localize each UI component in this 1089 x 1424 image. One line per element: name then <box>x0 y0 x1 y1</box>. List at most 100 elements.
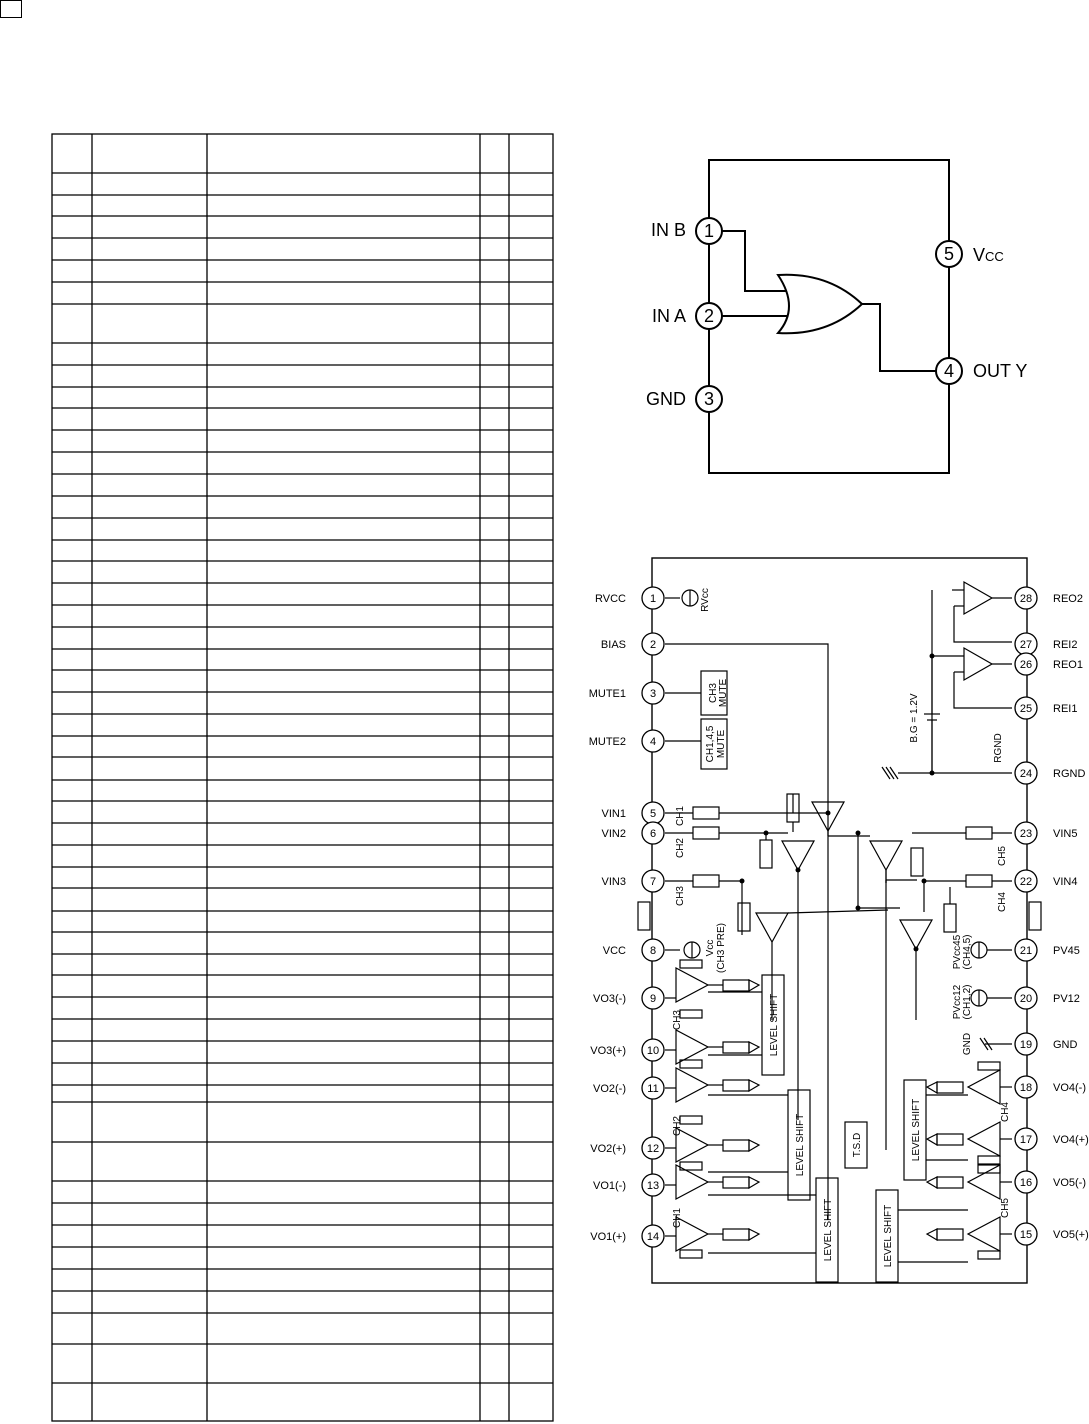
amp-left-label-1: RVCC <box>595 593 626 605</box>
amp-pin-right-number: 18 <box>1020 1082 1032 1094</box>
amp-pin-right-number: 17 <box>1020 1134 1032 1146</box>
amp-pin-left-circle <box>641 681 665 705</box>
amp-pin-right-number: 28 <box>1020 593 1032 605</box>
ch145-mute-label-b: MUTE <box>716 730 727 759</box>
amp-pin-right-circle <box>1014 586 1038 610</box>
amp-right-label-21: PV45 <box>1053 945 1080 957</box>
tsd-label: T.S.D <box>852 1133 863 1157</box>
amp-pin-left-number: 12 <box>647 1143 659 1155</box>
amp-pin-right-circle <box>1014 1032 1038 1056</box>
amp-pin-right-circle <box>1014 696 1038 720</box>
amp-pin-right-number: 16 <box>1020 1177 1032 1189</box>
amp-right-label-15: VO5(+) <box>1053 1229 1089 1241</box>
amp-right-label-26: REO1 <box>1053 659 1083 671</box>
or-pin-4-label: OUT Y <box>973 361 1027 381</box>
amp-left-label-4: MUTE2 <box>589 736 626 748</box>
amp-left-label-10: VO3(+) <box>590 1045 626 1057</box>
ch5-output-label: CH5 <box>1000 1198 1011 1218</box>
amp-left-label-14: VO1(+) <box>590 1231 626 1243</box>
amp-right-label-23: VIN5 <box>1053 828 1077 840</box>
pvcc12-label-b: (CH1,2) <box>962 984 973 1019</box>
amp-pin-left-number: 10 <box>647 1045 659 1057</box>
amp-pin-left-number: 3 <box>650 688 656 700</box>
or-pin-1-num: 1 <box>704 221 714 241</box>
ch3-output-label: CH3 <box>672 1010 683 1030</box>
amp-pin-left-circle <box>641 632 665 656</box>
amp-pin-left-number: 9 <box>650 993 656 1005</box>
amp-pin-left-circle <box>641 1076 665 1100</box>
amp-left-label-13: VO1(-) <box>593 1180 626 1192</box>
ch4-input-label: CH4 <box>997 892 1008 912</box>
amp-pin-right-number: 21 <box>1020 945 1032 957</box>
ch1-output-label: CH1 <box>672 1208 683 1228</box>
amp-right-label-24: RGND <box>1053 768 1085 780</box>
amp-left-label-7: VIN3 <box>602 876 626 888</box>
amp-pin-left-number: 8 <box>650 945 656 957</box>
amp-pin-left-circle <box>641 938 665 962</box>
level-shift-ch2-label: LEVEL SHIFT <box>795 1114 806 1176</box>
amp-pin-right-number: 24 <box>1020 768 1032 780</box>
bg-voltage-label: B.G = 1.2V <box>909 693 920 743</box>
rgnd-internal-label: RGND <box>993 733 1004 762</box>
amp-pin-left-circle <box>641 869 665 893</box>
amp-pin-right-circle <box>1014 1075 1038 1099</box>
amp-left-label-12: VO2(+) <box>590 1143 626 1155</box>
amp-right-label-18: VO4(-) <box>1053 1082 1086 1094</box>
amp-pin-left-number: 7 <box>650 876 656 888</box>
amp-pin-right-circle <box>1014 1127 1038 1151</box>
amp-right-label-20: PV12 <box>1053 993 1080 1005</box>
amp-pin-left-circle <box>641 986 665 1010</box>
ch3-mute-label-a: CH3 <box>708 683 719 703</box>
amp-pin-right-number: 19 <box>1020 1039 1032 1051</box>
amp-pin-right-circle <box>1014 652 1038 676</box>
amp-right-label-22: VIN4 <box>1053 876 1077 888</box>
amp-pin-right-number: 26 <box>1020 659 1032 671</box>
ch2-input-label: CH2 <box>675 838 686 858</box>
gnd-internal-label: GND <box>962 1033 973 1055</box>
or-pin-4-num: 4 <box>944 361 954 381</box>
amp-pin-left-circle <box>641 1038 665 1062</box>
amp-pin-left-circle <box>641 729 665 753</box>
amp-pin-left-number: 14 <box>647 1231 659 1243</box>
level-shift-ch3-label: LEVEL SHIFT <box>769 994 780 1056</box>
or-pin-5-v: V <box>973 245 985 265</box>
amp-pin-right-circle <box>1014 986 1038 1010</box>
pvcc12-label-a: PVcc12 <box>952 984 963 1019</box>
corner-box <box>0 0 22 18</box>
amp-pin-left-circle <box>641 1224 665 1248</box>
amp-right-label-28: REO2 <box>1053 593 1083 605</box>
amp-pin-right-number: 25 <box>1020 703 1032 715</box>
amp-pin-left-number: 1 <box>650 593 656 605</box>
or-pin-3-num: 3 <box>704 389 714 409</box>
amp-right-label-25: REI1 <box>1053 703 1077 715</box>
ch1-input-label: CH1 <box>675 806 686 826</box>
amp-pin-left-circle <box>641 586 665 610</box>
or-pin-5-label: VCC <box>973 245 1004 265</box>
amp-left-label-2: BIAS <box>601 639 626 651</box>
amp-right-label-27: REI2 <box>1053 639 1077 651</box>
amp-left-label-5: VIN1 <box>602 808 626 820</box>
or-pin-5-sub: CC <box>985 249 1004 264</box>
amp-pin-right-circle <box>1014 869 1038 893</box>
pvcc45-label-a: PVcc45 <box>952 934 963 969</box>
vcc-pre-label-b: (CH3 PRE) <box>716 923 727 973</box>
amp-pin-left-number: 4 <box>650 736 656 748</box>
amp-pin-left-circle <box>641 1136 665 1160</box>
amp-pin-right-number: 23 <box>1020 828 1032 840</box>
ch3-input-label: CH3 <box>675 886 686 906</box>
amp-pin-right-number: 15 <box>1020 1229 1032 1241</box>
amp-pin-right-circle <box>1014 821 1038 845</box>
ch4-output-label: CH4 <box>1000 1102 1011 1122</box>
amp-pin-left-number: 2 <box>650 639 656 651</box>
amp-left-label-11: VO2(-) <box>593 1083 626 1095</box>
pin-table-grid <box>51 133 554 1422</box>
amp-pin-left-number: 5 <box>650 808 656 820</box>
ch145-mute-label-a: CH1,4,5 <box>705 725 716 762</box>
level-shift-ch1-label: LEVEL SHIFT <box>823 1199 834 1261</box>
level-shift-ch5-label: LEVEL SHIFT <box>883 1205 894 1267</box>
amp-left-label-3: MUTE1 <box>589 688 626 700</box>
vcc-pre-label-a: Vcc <box>705 940 716 957</box>
amp-pin-left-circle <box>641 1173 665 1197</box>
level-shift-ch4-label: LEVEL SHIFT <box>911 1099 922 1161</box>
ch5-input-label: CH5 <box>997 846 1008 866</box>
